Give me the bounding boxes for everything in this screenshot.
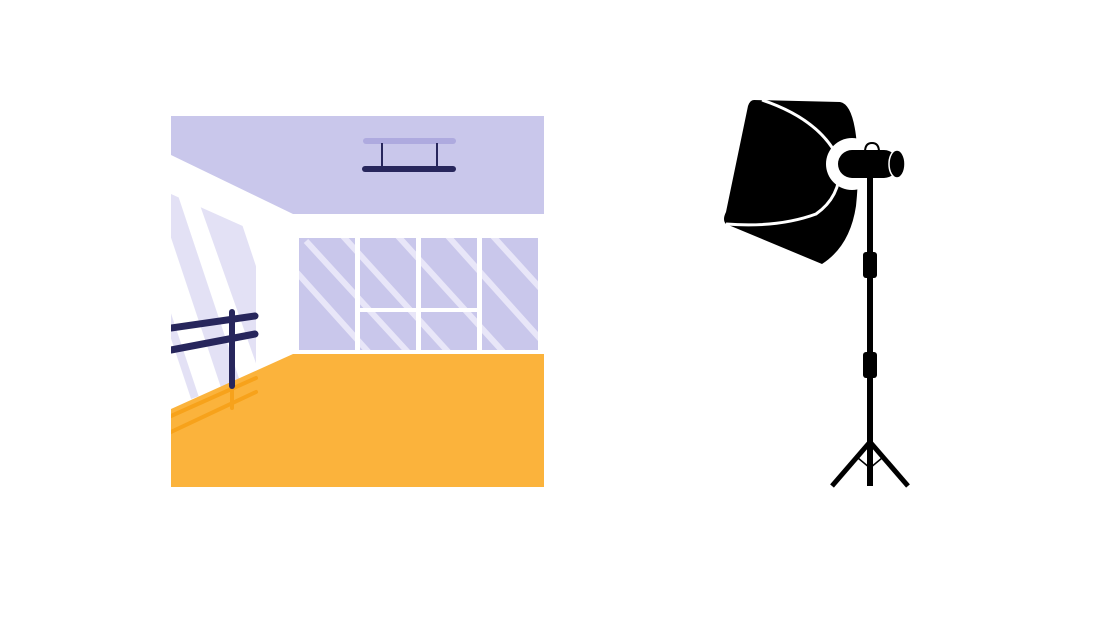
- pole-clamp-upper: [863, 252, 877, 278]
- dance-studio-graphic: [171, 116, 544, 487]
- pole-clamp-lower: [863, 352, 877, 378]
- softbox: [724, 100, 858, 264]
- stand-pole: [867, 176, 873, 486]
- floor: [171, 354, 544, 487]
- lamp-head: [838, 150, 898, 178]
- softbox-seam: [725, 98, 842, 227]
- softbox-light-graphic: [724, 98, 910, 488]
- softbox-light-illustration: [718, 96, 918, 488]
- ceiling-light: [362, 138, 456, 172]
- back-windows: [299, 238, 538, 350]
- tripod-legs: [830, 440, 910, 488]
- dance-studio-illustration: [171, 116, 544, 487]
- ballet-barre: [171, 309, 259, 389]
